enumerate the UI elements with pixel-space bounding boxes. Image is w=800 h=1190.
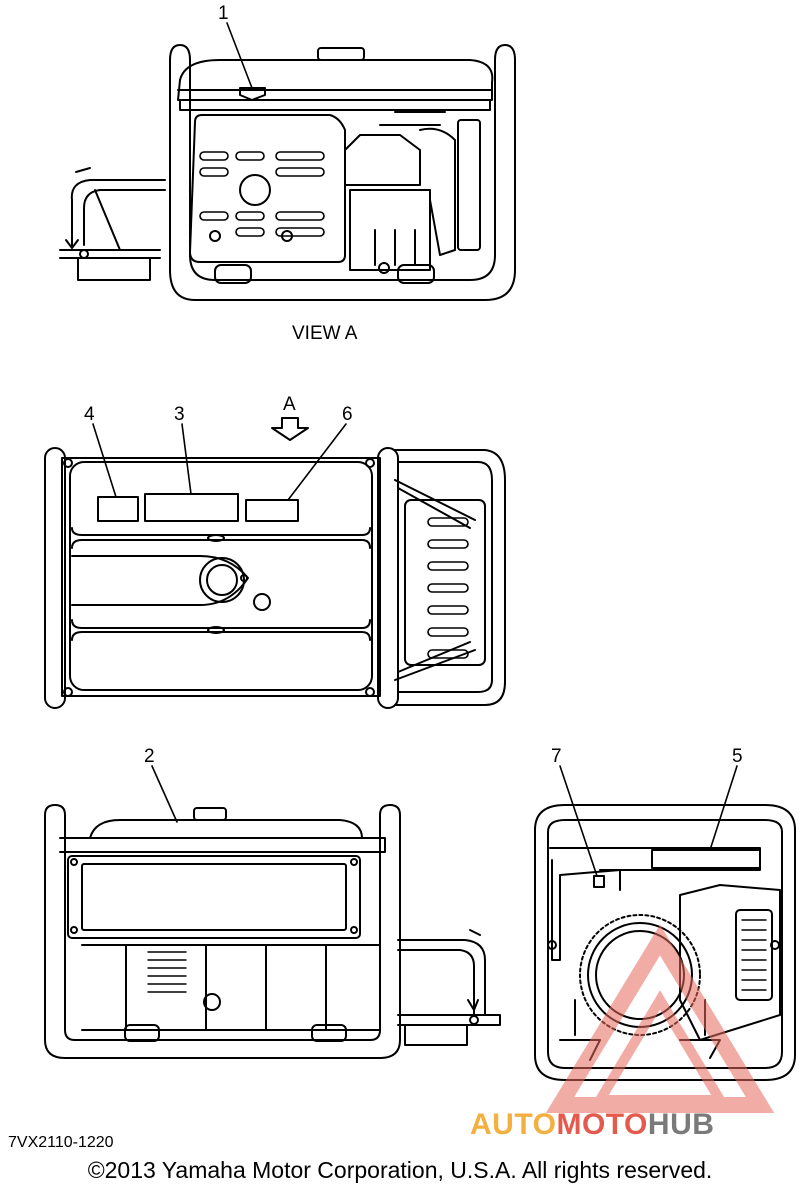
callout-numbers: 1 4 3 6 2 7 5 A VIEW A	[84, 3, 743, 767]
view-arrow-label: A	[283, 394, 296, 415]
view-a-drawing	[59, 44, 516, 301]
label-3-box	[144, 493, 239, 522]
callout-2: 2	[144, 746, 155, 767]
callout-6: 6	[342, 404, 353, 425]
callout-5: 5	[732, 746, 743, 767]
label-4-box	[97, 496, 139, 522]
view-a-caption: VIEW A	[292, 323, 358, 344]
callout-4: 4	[84, 404, 95, 425]
callout-3: 3	[174, 404, 185, 425]
watermark-moto: MOTO	[556, 1108, 648, 1141]
watermark-hub: HUB	[647, 1108, 715, 1141]
leader-lines	[92, 22, 738, 877]
watermark-auto: AUTO	[470, 1108, 557, 1141]
callout-1: 1	[218, 3, 229, 24]
view-arrow	[271, 417, 309, 441]
label-7-box	[593, 875, 605, 888]
watermark-logo	[545, 924, 775, 1113]
watermark-brand: AUTOMOTOHUB	[470, 1108, 714, 1142]
rear-view-drawing	[534, 804, 796, 1081]
label-6-box	[245, 499, 299, 522]
plan-view-drawing	[44, 417, 506, 709]
callout-7: 7	[551, 746, 562, 767]
copyright-notice: ©2013 Yamaha Motor Corporation, U.S.A. A…	[87, 1157, 713, 1183]
side-view-drawing	[44, 804, 501, 1059]
label-5-box	[651, 849, 761, 869]
part-code: 7VX2110-1220	[8, 1134, 114, 1151]
